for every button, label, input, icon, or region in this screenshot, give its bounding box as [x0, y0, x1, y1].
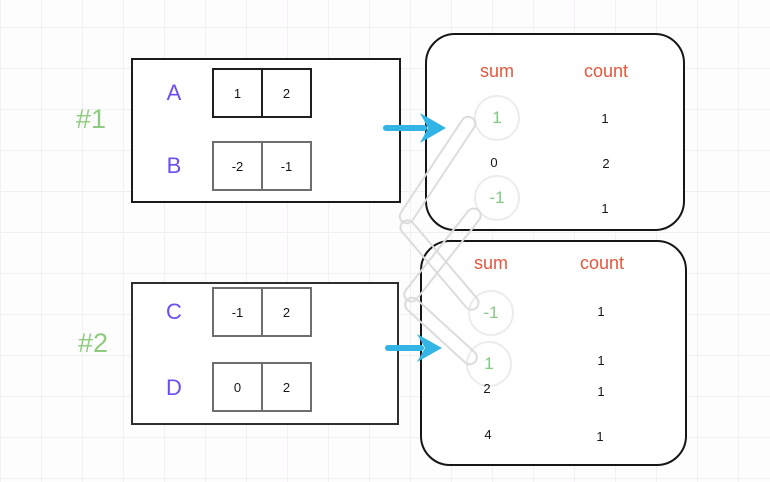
array-d-cells: 0 2 [212, 362, 312, 412]
example-1-sum-value-circled: 1 [474, 95, 520, 141]
example-1-sum-value-circled: -1 [474, 175, 520, 221]
array-d-cell-0: 0 [212, 362, 263, 412]
array-a-name: A [166, 80, 182, 105]
array-a-cell-0: 1 [212, 68, 263, 118]
array-a-cell-1: 2 [261, 68, 312, 118]
example-1-count-value: 1 [601, 111, 609, 126]
example-1-sum-header: sum [479, 61, 514, 81]
example-2-label: #2 [77, 328, 109, 358]
array-c-cells: -1 2 [212, 287, 312, 337]
array-b-cells: -2 -1 [212, 141, 312, 191]
array-d-cell-1: 2 [261, 362, 312, 412]
example-2-sum-value: 4 [484, 427, 492, 442]
array-d-name: D [166, 375, 182, 400]
example-2-sum-header: sum [473, 253, 508, 273]
array-c-cell-0: -1 [212, 287, 263, 337]
array-c-name: C [166, 299, 182, 324]
example-1-label: #1 [75, 104, 107, 134]
example-2-count-value: 1 [597, 384, 605, 399]
example-2-count-value: 1 [596, 429, 604, 444]
array-a-cells: 1 2 [212, 68, 312, 118]
example-1-count-header: count [583, 61, 629, 81]
array-c-cell-1: 2 [261, 287, 312, 337]
example-2-sum-value-circled: -1 [468, 290, 514, 336]
example-1-count-value: 1 [601, 201, 609, 216]
array-b-cell-1: -1 [261, 141, 312, 191]
array-b-cell-0: -2 [212, 141, 263, 191]
example-2-sum-value: 2 [483, 381, 491, 396]
example-2-count-value: 1 [597, 304, 605, 319]
example-2-count-header: count [579, 253, 625, 273]
array-b-name: B [166, 153, 182, 178]
example-1-count-value: 2 [602, 156, 610, 171]
example-2-count-value: 1 [597, 353, 605, 368]
example-1-sum-value: 0 [490, 155, 498, 170]
